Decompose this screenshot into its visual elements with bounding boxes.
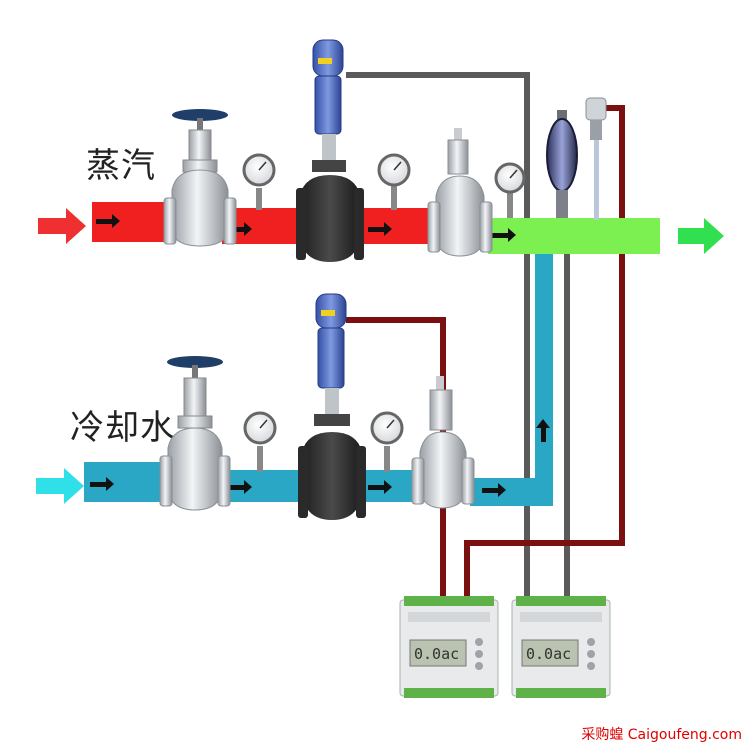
water-inlet-arrow (36, 468, 84, 504)
water-check-valve (411, 376, 475, 509)
steam-inlet-arrow (38, 208, 86, 244)
steam-label: 蒸汽 (86, 146, 156, 186)
controller-unit-2: 0.0ac (511, 596, 611, 698)
mixed-pipe (488, 218, 660, 254)
controller-button (587, 662, 595, 670)
controller-button (475, 662, 483, 670)
pressure-gauge-icon (494, 162, 526, 218)
water-gate-valve (159, 356, 231, 511)
controller-button (587, 650, 595, 658)
steam-control-valve (296, 39, 364, 262)
flow-arrow (96, 214, 120, 228)
pressure-gauge-icon (242, 153, 276, 210)
pressure-gauge-icon (243, 411, 277, 472)
flow-arrow (492, 228, 516, 242)
steam-pipe-3 (362, 208, 432, 244)
pressure-gauge-icon (377, 153, 411, 210)
temperature-sensor (585, 97, 607, 220)
flow-sight-glass (546, 110, 578, 218)
controller-display (521, 639, 579, 667)
flow-arrow (536, 419, 550, 442)
watermark: 采购蝗 Caigoufeng.com (581, 727, 742, 743)
signal-line-gray-1 (346, 72, 530, 598)
controller-display-text: 0.0ac (526, 645, 571, 663)
flow-arrow (368, 480, 392, 494)
water-riser-pipe (470, 254, 553, 506)
steam-gate-valve (163, 109, 237, 247)
outlet-arrow (678, 218, 724, 254)
signal-line-maroon-2 (464, 105, 625, 598)
flow-arrows (90, 214, 550, 497)
cold-water-label: 冷却水 (70, 408, 175, 448)
pressure-gauge-icon (370, 411, 404, 472)
water-control-valve (298, 293, 366, 520)
controller-button (587, 638, 595, 646)
flow-arrow (482, 483, 506, 497)
controller-button (475, 650, 483, 658)
controller-display (409, 639, 467, 667)
controller-unit-1: 0.0ac (399, 596, 499, 698)
controller-display-text: 0.0ac (414, 645, 459, 663)
flow-arrow (368, 222, 392, 236)
flow-arrow (228, 480, 252, 494)
steam-check-valve (427, 128, 493, 257)
flow-arrow (90, 477, 114, 491)
controller-button (475, 638, 483, 646)
